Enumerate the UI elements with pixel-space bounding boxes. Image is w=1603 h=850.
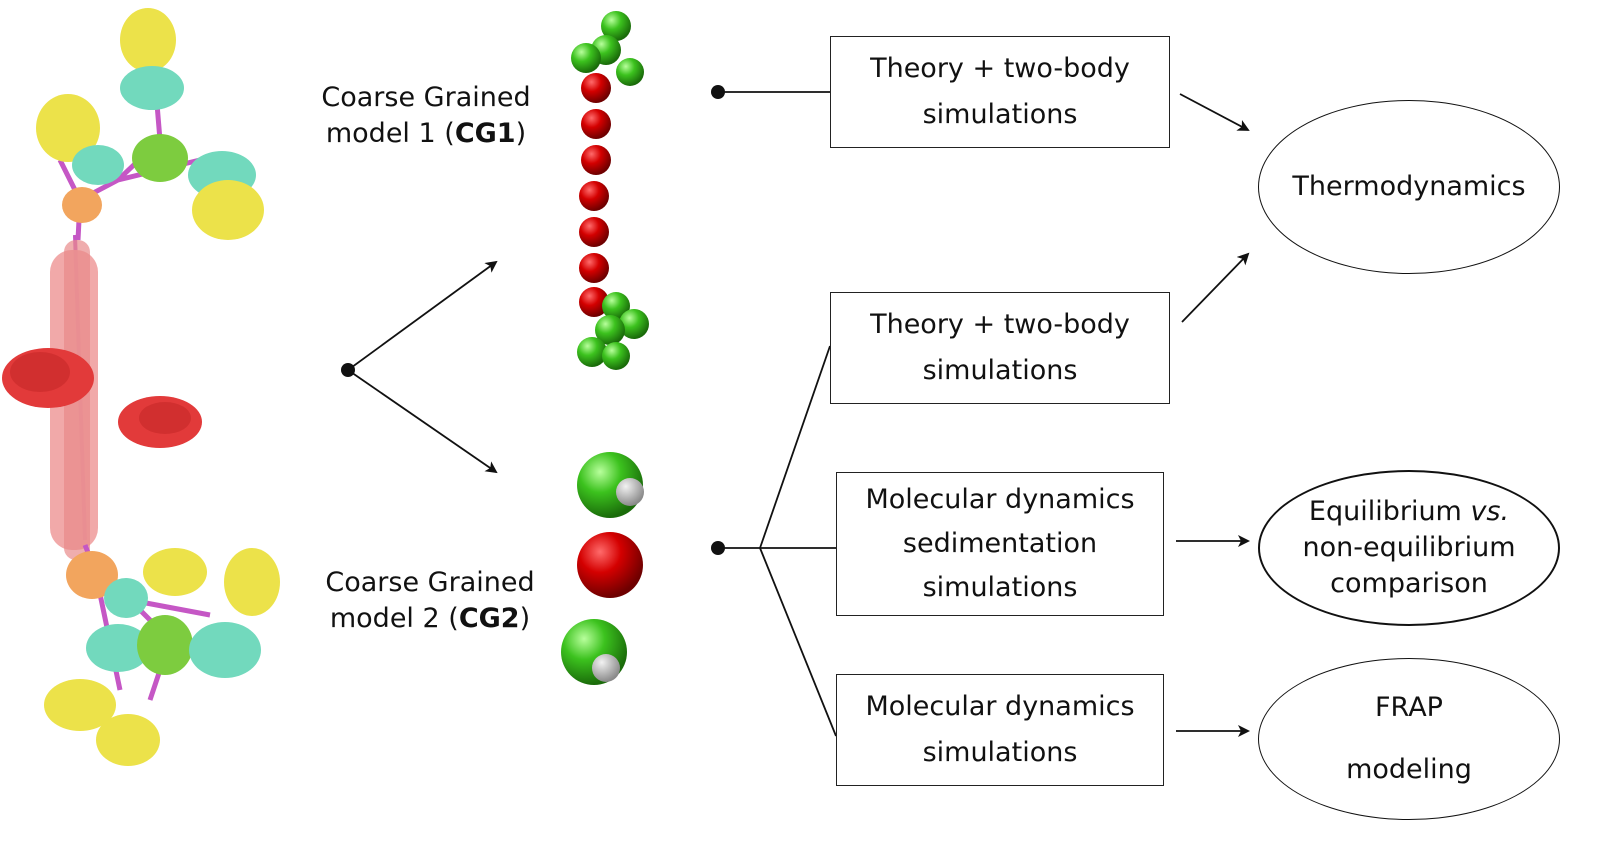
- cg1-label: Coarse Grained model 1 (CG1): [306, 80, 546, 152]
- outcome-frap-modeling: FRAP modeling: [1258, 658, 1560, 820]
- cg2-label: Coarse Grained model 2 (CG2): [310, 565, 550, 637]
- outcome-arrows: [1176, 93, 1250, 737]
- cg1-label-line1: Coarse Grained: [321, 82, 531, 113]
- cg1-bead-chain: [571, 11, 649, 370]
- cg2-label-line2: model 2 (CG2): [329, 603, 531, 634]
- model-branch-arrows: [341, 260, 498, 474]
- method-box-theory-two-body-cg1: Theory + two-body simulations: [830, 36, 1170, 148]
- equilibrium-line1: Equilibrium vs.: [1308, 496, 1510, 527]
- method-box-md-sedimentation: Molecular dynamics sedimentation simulat…: [836, 472, 1164, 616]
- outcome-thermodynamics: Thermodynamics: [1258, 100, 1560, 274]
- outcome-equilibrium-comparison: Equilibrium vs. non-equilibrium comparis…: [1258, 470, 1560, 626]
- method-connectors: [711, 85, 837, 737]
- method-box-md-simulations: Molecular dynamics simulations: [836, 674, 1164, 786]
- protein-structure-illustration: [2, 8, 280, 766]
- cg2-label-line1: Coarse Grained: [325, 567, 535, 598]
- method-box-theory-two-body-cg2: Theory + two-body simulations: [830, 292, 1170, 404]
- cg1-label-line2: model 1 (CG1): [325, 118, 527, 149]
- cg2-spheres: [561, 452, 644, 685]
